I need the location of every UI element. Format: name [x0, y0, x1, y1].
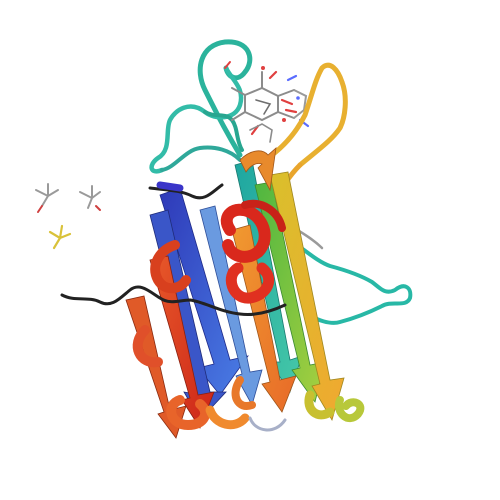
coil — [60, 181, 287, 316]
top-loop — [149, 39, 253, 174]
ligand-heme — [224, 61, 310, 143]
ions — [35, 183, 101, 250]
bottom-loops — [166, 376, 365, 432]
red-helix — [132, 199, 286, 368]
